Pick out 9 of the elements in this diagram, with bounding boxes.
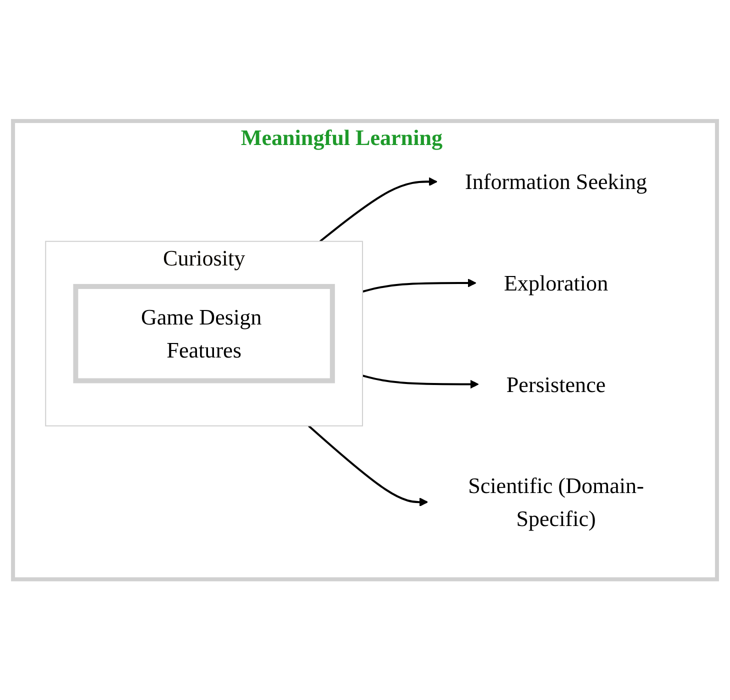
arrow xyxy=(362,374,479,388)
node-text: Information Seeking xyxy=(465,169,648,194)
node-box: Game Design Features xyxy=(73,284,335,384)
node-text: Persistence xyxy=(506,372,606,397)
arrow xyxy=(362,278,476,292)
arrow xyxy=(319,177,438,242)
node-text: Scientific (Domain-Specific) xyxy=(468,472,644,531)
arrow xyxy=(308,424,428,506)
node-text: Exploration xyxy=(504,270,608,296)
